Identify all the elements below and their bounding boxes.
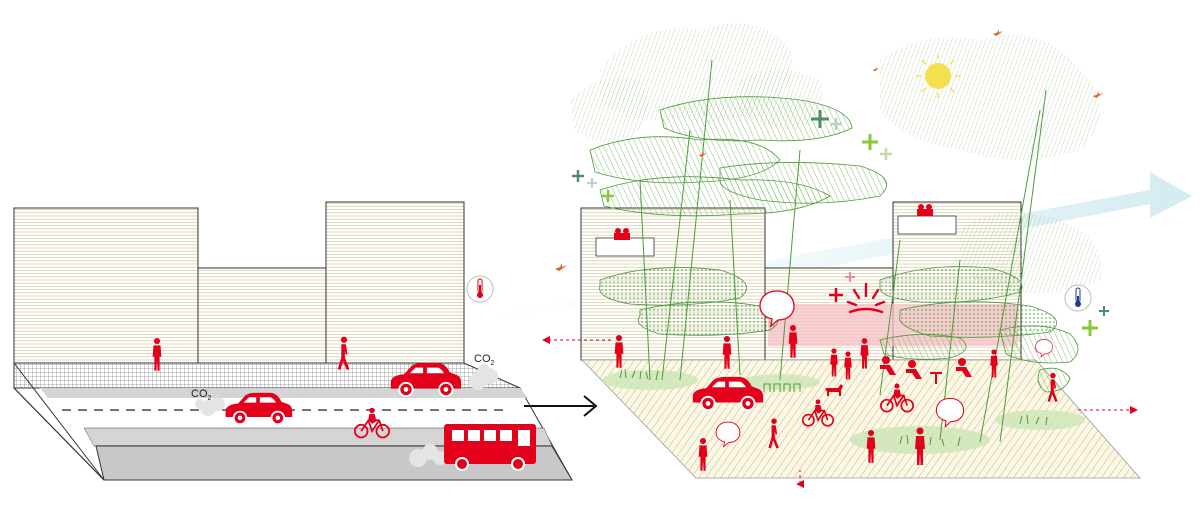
after-scene: [470, 23, 1192, 488]
building-middle: [197, 267, 327, 364]
bike-rack: [763, 383, 801, 392]
direction-arrows: [548, 339, 1132, 484]
bird-icon: [872, 66, 880, 72]
sun-icon: [916, 54, 960, 98]
bus-icon: [444, 424, 536, 471]
before-scene: CO2 CO2: [12, 201, 573, 481]
exhaust-cloud: [195, 364, 498, 467]
bird-icon: [992, 29, 1004, 36]
thermometer-hot-icon: [466, 275, 494, 303]
co2-label: CO2: [474, 353, 495, 367]
curb-strip: [40, 388, 528, 398]
balcony-window: [897, 204, 957, 235]
tree-canopy: [589, 96, 1079, 393]
co2-label: CO2: [191, 388, 212, 402]
balcony-window: [595, 228, 655, 257]
thermometer-cold-icon: [1064, 284, 1092, 312]
building-left: [13, 207, 199, 364]
dog-icon: [825, 384, 843, 396]
plus-icon: [572, 110, 1109, 336]
bird-icon: [555, 263, 567, 271]
grass-tufts: [619, 368, 1048, 447]
arrow-right-icon: [524, 395, 598, 417]
seated-people: [880, 356, 972, 384]
building-right: [325, 201, 465, 364]
arrow-heads: [542, 336, 1138, 488]
exclamation-burst-icon: [846, 282, 886, 314]
